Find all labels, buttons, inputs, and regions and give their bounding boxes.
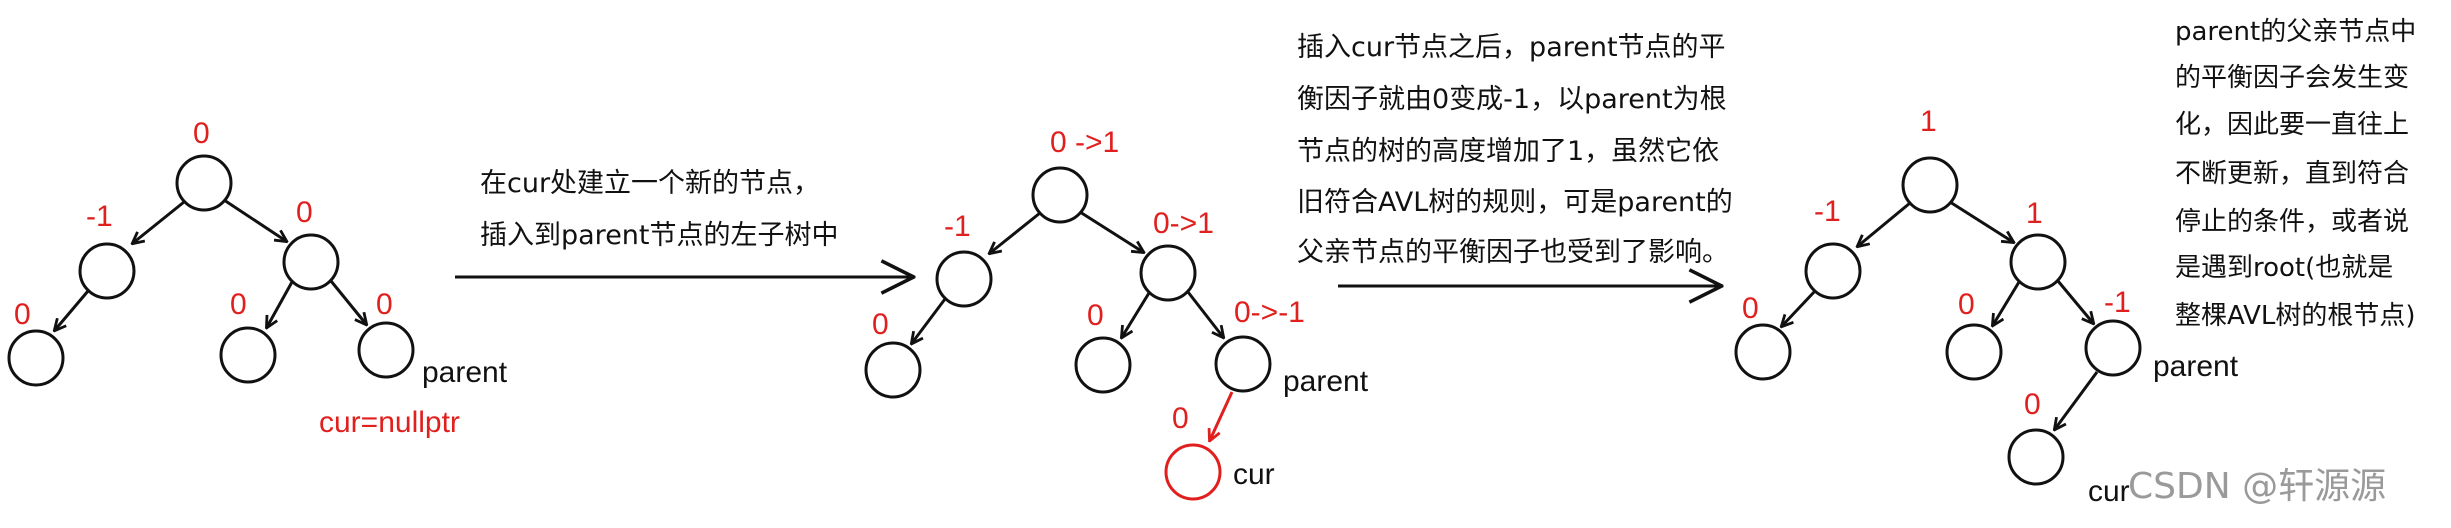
stage-2-tree: 0 ->1 -1 0 0->1 0 0->-1 0 parent cur	[864, 126, 1369, 501]
caption-3: parent的父亲节点中 的平衡因子会发生变 化，因此要一直往上 不断更新，直到…	[2175, 17, 2416, 331]
parent-node	[1214, 335, 1272, 393]
parent-label: parent	[2153, 350, 2239, 383]
tree-node	[1804, 242, 1862, 300]
caption-line: 衡因子就由0变成-1，以parent为根	[1297, 84, 1727, 115]
tree-node	[935, 250, 993, 308]
caption-line: 停止的条件，或者说	[2175, 207, 2409, 237]
tree-node	[1139, 244, 1197, 302]
edge-arrow	[990, 211, 1041, 253]
caption-line: 旧符合AVL树的规则，可是parent的	[1297, 187, 1733, 218]
balance-factor: 0	[1087, 299, 1104, 332]
balance-factor: 0->-1	[1234, 296, 1305, 329]
parent-label: parent	[1283, 365, 1369, 398]
watermark: CSDN @轩源源	[2128, 466, 2386, 507]
balance-factor: 0	[230, 288, 247, 321]
parent-node	[2084, 319, 2142, 377]
stage-3-tree: 1 -1 0 1 0 -1 0 parent cur	[1734, 105, 2239, 508]
cur-label: cur	[2088, 475, 2130, 508]
caption-line: 的平衡因子会发生变	[2175, 63, 2409, 93]
cur-label: cur=nullptr	[319, 406, 460, 439]
caption-2: 插入cur节点之后，parent节点的平 衡因子就由0变成-1，以parent为…	[1297, 32, 1733, 268]
balance-factor: 0 ->1	[1050, 126, 1119, 159]
caption-line: 节点的树的高度增加了1，虽然它依	[1297, 136, 1719, 167]
parent-label: parent	[422, 356, 508, 389]
cur-label: cur	[1233, 458, 1275, 491]
caption-line: 整棵AVL树的根节点)	[2175, 301, 2416, 331]
tree-node	[1901, 156, 1959, 214]
tree-node	[1074, 336, 1132, 394]
edge-arrow	[267, 281, 294, 327]
balance-factor: -1	[86, 200, 113, 233]
tree-node	[1734, 323, 1792, 381]
tree-node	[282, 233, 340, 291]
caption-line: parent的父亲节点中	[2175, 17, 2416, 47]
balance-factor: 0	[193, 117, 210, 150]
tree-node	[2009, 233, 2067, 291]
balance-factor: 0	[1172, 402, 1189, 435]
balance-factor: 0	[872, 308, 889, 341]
balance-factor: 0	[1958, 288, 1975, 321]
cur-node	[2007, 428, 2065, 486]
balance-factor: -1	[1814, 195, 1841, 228]
tree-node	[175, 154, 233, 212]
caption-line: 插入cur节点之后，parent节点的平	[1297, 32, 1726, 63]
edge-arrow	[912, 298, 947, 343]
balance-factor: 0	[1742, 292, 1759, 325]
caption-line: 父亲节点的平衡因子也受到了影响。	[1297, 237, 1729, 268]
tree-node	[1945, 323, 2003, 381]
balance-factor: -1	[2104, 286, 2131, 319]
edge-arrow	[1079, 210, 1143, 252]
caption-line: 化，因此要一直往上	[2175, 110, 2409, 140]
edge-arrow	[2055, 371, 2099, 429]
stage-1-tree: 0 -1 0 0 0 0 parent cur=nullptr	[7, 117, 508, 439]
edge-arrow	[2056, 280, 2093, 323]
edge-arrow	[329, 280, 366, 324]
balance-factor: 0	[14, 298, 31, 331]
edge-arrow	[133, 200, 185, 243]
caption-line: 插入到parent节点的左子树中	[480, 220, 839, 251]
edge-arrow	[1993, 281, 2021, 325]
balance-factor: 0->1	[1153, 207, 1214, 240]
edge-arrow	[223, 198, 286, 241]
balance-factor: 1	[1920, 105, 1937, 138]
parent-node	[357, 321, 415, 379]
cur-node	[1164, 443, 1222, 501]
edge-arrow	[1122, 292, 1151, 337]
edge-arrow	[1782, 289, 1817, 326]
tree-node	[78, 242, 136, 300]
balance-factor: -1	[944, 210, 971, 243]
edge-arrow-new	[1210, 391, 1234, 440]
edge-arrow	[1186, 291, 1223, 337]
caption-line: 是遇到root(也就是	[2175, 253, 2393, 283]
tree-node	[864, 341, 922, 399]
caption-line: 在cur处建立一个新的节点，	[480, 168, 820, 199]
caption-1: 在cur处建立一个新的节点， 插入到parent节点的左子树中	[480, 168, 839, 251]
edge-arrow	[1858, 201, 1911, 246]
edge-arrow	[1949, 200, 2013, 242]
tree-node	[1031, 166, 1089, 224]
balance-factor: 0	[376, 288, 393, 321]
edge-arrow	[55, 290, 90, 330]
caption-line: 不断更新，直到符合	[2175, 159, 2409, 189]
balance-factor: 0	[2024, 388, 2041, 421]
balance-factor: 1	[2026, 197, 2043, 230]
tree-node	[7, 329, 65, 387]
tree-node	[219, 326, 277, 384]
balance-factor: 0	[296, 196, 313, 229]
